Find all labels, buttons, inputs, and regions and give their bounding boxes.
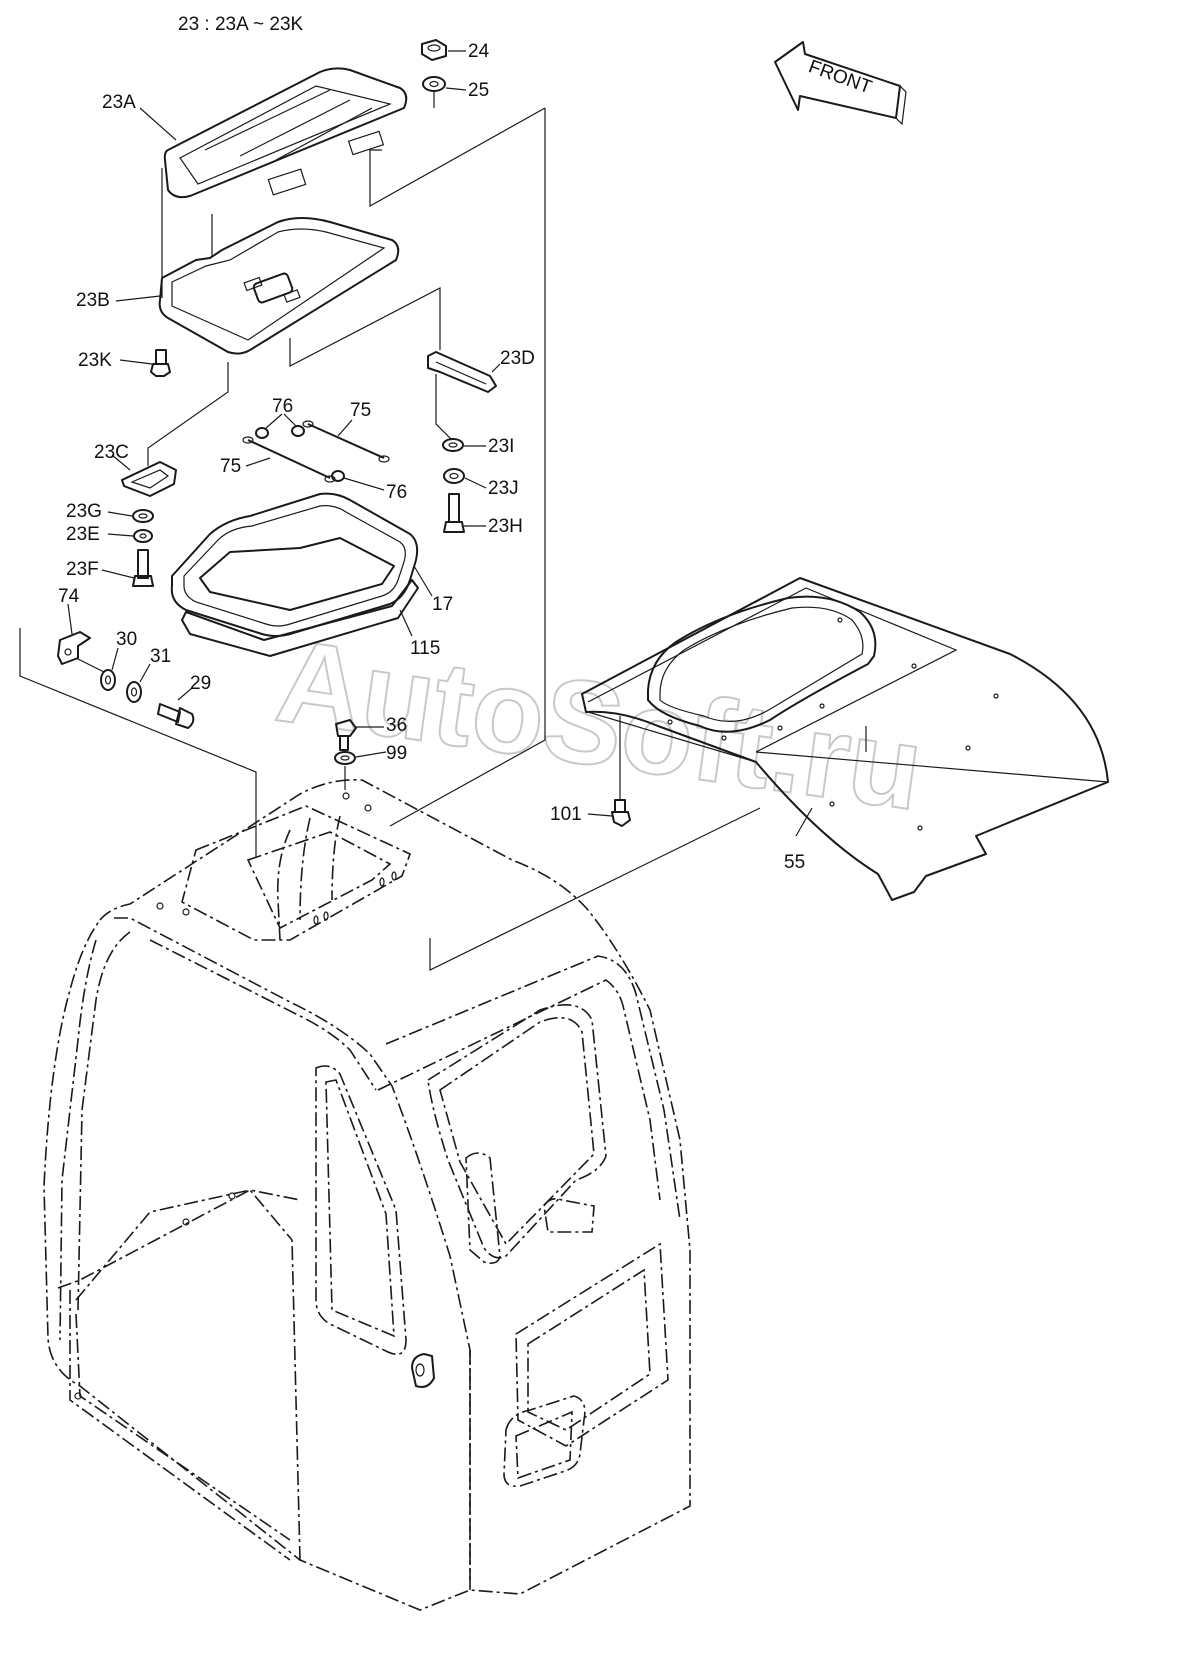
bolt-23K (150, 349, 171, 377)
callout-99: 99 (386, 743, 407, 764)
bolt-29 (157, 703, 195, 729)
bolt-36 (335, 719, 357, 751)
washer-30 (100, 669, 116, 691)
bolt-23H (443, 493, 465, 533)
callout-24: 24 (468, 41, 490, 62)
washer-23E (133, 529, 153, 543)
callout-23C: 23C (94, 442, 129, 463)
callout-101: 101 (550, 804, 582, 825)
callout-31: 31 (150, 646, 171, 667)
callout-30: 30 (116, 629, 137, 650)
callout-23A: 23A (102, 92, 136, 113)
o-rings-76 (255, 425, 345, 482)
callout-23G: 23G (66, 501, 102, 522)
callout-74: 74 (58, 586, 80, 607)
washer-25 (422, 76, 446, 92)
window-frame-17 (170, 492, 419, 637)
callout-76-top: 76 (272, 396, 293, 417)
washer-99 (334, 751, 356, 765)
callout-29: 29 (190, 673, 211, 694)
washer-23J (443, 468, 465, 484)
seal-115 (181, 579, 419, 657)
washer-23I (442, 438, 464, 452)
callout-75-top: 75 (350, 400, 371, 421)
callout-55: 55 (784, 852, 805, 873)
cab-body (43, 778, 691, 1611)
callout-23K: 23K (78, 350, 112, 371)
front-label: FRONT (806, 56, 875, 98)
callout-25: 25 (468, 80, 489, 101)
callout-23J: 23J (488, 478, 519, 499)
washer-31 (126, 681, 142, 703)
nut-24 (421, 39, 447, 61)
callout-23I: 23I (488, 436, 514, 457)
gas-springs-75 (242, 420, 390, 483)
callout-23F: 23F (66, 559, 99, 580)
callout-115: 115 (410, 638, 440, 659)
group-note: 23 : 23A ~ 23K (178, 14, 304, 35)
roof-cover-23A (163, 67, 408, 199)
callout-23H: 23H (488, 516, 523, 537)
callout-23E: 23E (66, 524, 100, 545)
callout-17: 17 (432, 594, 453, 615)
callout-23B: 23B (76, 290, 110, 311)
callout-23D: 23D (500, 348, 535, 369)
frame-23B (158, 168, 400, 355)
washer-23G (132, 509, 154, 523)
bolt-23F (132, 549, 154, 587)
handle-23D (427, 351, 497, 393)
bracket-23C (121, 461, 177, 497)
bolt-101 (611, 799, 631, 827)
callout-75-bottom: 75 (220, 456, 241, 477)
callout-76-bottom: 76 (386, 482, 407, 503)
roof-panel-55 (581, 577, 1109, 901)
front-arrow-icon: FRONT (774, 41, 907, 126)
callout-36: 36 (386, 715, 407, 736)
clip-74 (57, 631, 91, 665)
